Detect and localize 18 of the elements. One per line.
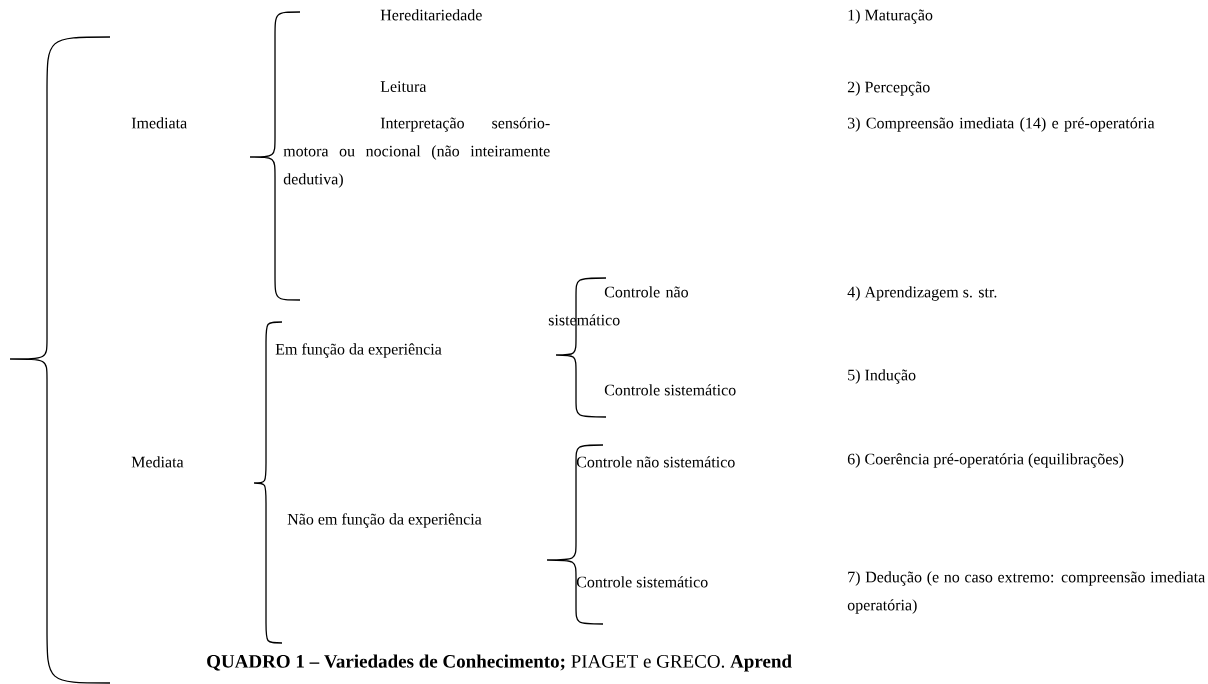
tree-label: Imediata <box>131 117 187 129</box>
tree-label: Interpretação sensório-motora ou nocional (não inteiramente dedutiva) <box>283 117 550 188</box>
tree-label: Hereditariedade <box>380 9 482 21</box>
caption: QUADRO 1 – Variedades de Conhecimento; PIAGET e GRECO. Aprend <box>207 654 792 672</box>
tree-label: 5) Indução <box>848 369 916 384</box>
tree-label: Mediata <box>131 456 184 468</box>
tree-label: 2) Percepção <box>847 81 930 96</box>
tree-label: Leitura <box>380 81 427 92</box>
tree-label: 7) Dedução (e no caso extremo: compreensão imediata operatória) <box>847 571 1206 614</box>
tree-label: 4) Aprendizagem s. str. <box>847 286 997 301</box>
tree-label: Não em função da experiência <box>287 513 482 528</box>
tree-label: Controle não sistemático <box>576 456 735 468</box>
tree-label: Controle sistemático <box>576 576 708 588</box>
tree-label: Em função da experiência <box>275 343 442 358</box>
tree-label: 6) Coerência pré-operatória (equilibrações) <box>847 453 1124 468</box>
tree-label: 3) Compreensão imediata (14) e pré-operatória <box>847 117 1155 132</box>
tree-label: Controle sistemático <box>604 384 736 396</box>
tree-label: 1) Maturação <box>848 9 933 24</box>
